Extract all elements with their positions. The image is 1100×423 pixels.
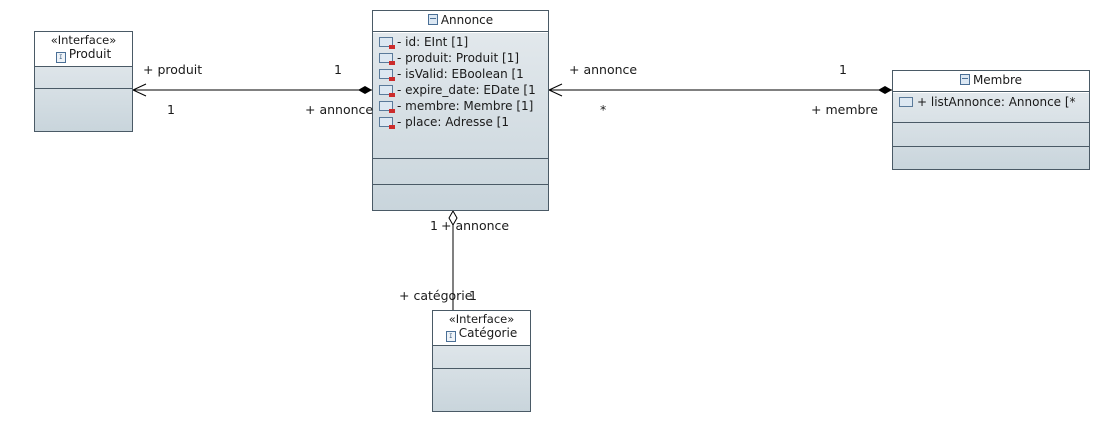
class-header: Annonce xyxy=(373,11,548,32)
multiplicity-annonce-right: * xyxy=(600,102,607,117)
stereotype-label: «Interface» xyxy=(448,312,515,326)
attributes-compartment: + listAnnonce: Annonce [* xyxy=(893,92,1089,123)
multiplicity-categorie: 1 xyxy=(469,288,477,303)
extra-compartment xyxy=(373,185,548,210)
multiplicity-membre: 1 xyxy=(839,62,847,77)
operations-compartment xyxy=(373,159,548,185)
attribute-membre[interactable]: - membre: Membre [1] xyxy=(373,98,548,114)
class-name: Catégorie xyxy=(458,326,518,340)
multiplicity-annonce-left: 1 xyxy=(334,62,342,77)
role-label-produit: + produit xyxy=(143,62,203,77)
interface-icon: I xyxy=(55,52,66,63)
multiplicity-annonce-bottom: 1 xyxy=(430,218,438,233)
attribute-id[interactable]: - id: EInt [1] xyxy=(373,34,548,50)
private-attribute-icon xyxy=(379,37,395,49)
class-icon xyxy=(959,74,970,85)
multiplicity-produit: 1 xyxy=(167,102,175,117)
operations-compartment xyxy=(433,369,530,391)
navigable-arrow-produit xyxy=(131,83,147,97)
attribute-produit[interactable]: - produit: Produit [1] xyxy=(373,50,548,66)
operations-compartment xyxy=(35,89,132,111)
class-membre[interactable]: Membre + listAnnonce: Annonce [* xyxy=(892,70,1090,170)
attribute-place[interactable]: - place: Adresse [1 xyxy=(373,114,548,130)
role-label-annonce-bottom: + annonce xyxy=(441,218,510,233)
attributes-compartment xyxy=(35,67,132,89)
role-label-membre: + membre xyxy=(811,102,878,117)
extra-compartment xyxy=(893,147,1089,169)
attribute-listannonce[interactable]: + listAnnonce: Annonce [* xyxy=(893,94,1089,110)
private-attribute-icon xyxy=(379,101,395,113)
interface-icon: I xyxy=(445,331,456,342)
class-name: Produit xyxy=(68,47,112,61)
class-name: Annonce xyxy=(440,13,494,27)
attributes-compartment: - id: EInt [1] - produit: Produit [1] - … xyxy=(373,32,548,159)
class-header: Membre xyxy=(893,71,1089,92)
class-icon xyxy=(427,14,438,25)
attribute-expire-date[interactable]: - expire_date: EDate [1 xyxy=(373,82,548,98)
role-label-categorie: + catégorie xyxy=(399,288,473,303)
composition-diamond-annonce xyxy=(358,86,372,94)
composition-diamond-membre xyxy=(878,86,892,94)
stereotype-label: «Interface» xyxy=(50,33,117,47)
role-label-annonce-left: + annonce xyxy=(305,102,374,117)
role-label-annonce-right: + annonce xyxy=(569,62,638,77)
private-attribute-icon xyxy=(379,53,395,65)
public-attribute-icon xyxy=(899,97,913,107)
attributes-compartment xyxy=(433,346,530,369)
private-attribute-icon xyxy=(379,85,395,97)
class-annonce[interactable]: Annonce - id: EInt [1] - produit: Produi… xyxy=(372,10,549,211)
private-attribute-icon xyxy=(379,117,395,129)
navigable-arrow-annonce xyxy=(547,83,563,97)
class-name: Membre xyxy=(972,73,1023,87)
attribute-isvalid[interactable]: - isValid: EBoolean [1 xyxy=(373,66,548,82)
private-attribute-icon xyxy=(379,69,395,81)
operations-compartment xyxy=(893,123,1089,147)
